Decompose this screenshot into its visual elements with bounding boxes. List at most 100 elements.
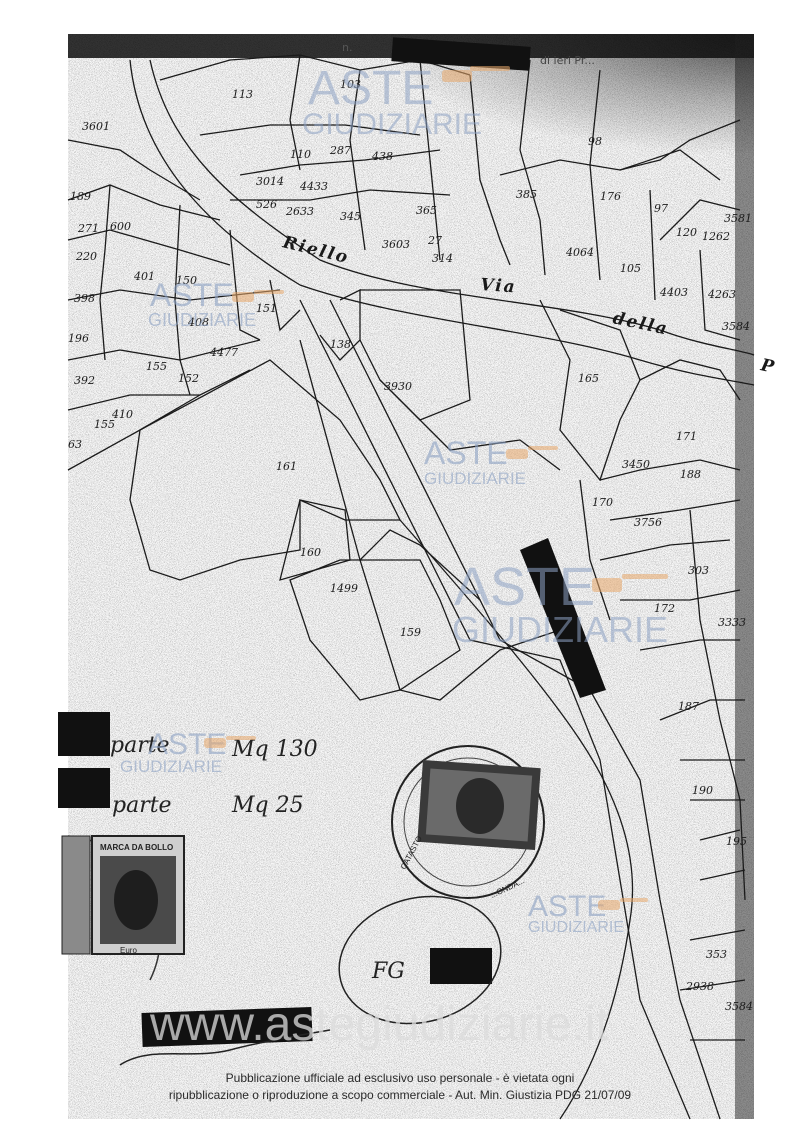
parcel-number: 385 [516, 188, 537, 201]
revenue-stamp-value: Euro [120, 946, 137, 955]
parcel-number: 110 [290, 148, 311, 161]
watermark-gavel-icons [204, 66, 668, 910]
parcel-number: 105 [620, 262, 641, 275]
parcel-number: 303 [688, 564, 709, 577]
parcel-number: 3584 [722, 320, 750, 333]
svg-text:GIUDIZIARIE: GIUDIZIARIE [120, 757, 222, 776]
parcel-number: 220 [75, 250, 97, 263]
parcel-number: 103 [340, 78, 361, 91]
parcel-number: 2633 [285, 205, 314, 218]
watermark-aste-2: ASTE GIUDIZIARIE [148, 277, 256, 330]
fg-circle [338, 895, 502, 1025]
svg-text:GIUDIZIARIE: GIUDIZIARIE [452, 609, 668, 650]
parcel-number: 152 [178, 372, 199, 385]
parcel-number: 171 [676, 430, 697, 443]
parcel-number: 600 [110, 220, 131, 233]
parcel-number: 3333 [718, 616, 746, 629]
parcel-number: 365 [416, 204, 437, 217]
watermark-aste-4: ASTE GIUDIZIARIE [452, 557, 668, 650]
parcel-number: 150 [176, 274, 197, 287]
parcel-number: 2938 [685, 980, 714, 993]
parcel-number: 27 [427, 234, 442, 247]
parcel-number: 4403 [659, 286, 688, 299]
parcel-number: 4064 [565, 246, 594, 259]
parcel-number: 113 [232, 88, 253, 101]
signature-scribble [119, 1029, 331, 1066]
parcel-number: 151 [256, 302, 277, 315]
parcel-number: 138 [330, 338, 351, 351]
parcel-number: 438 [371, 150, 393, 163]
parcel-number: 3584 [725, 1000, 753, 1013]
parcel-number: 401 [133, 270, 155, 283]
parcel-number: 196 [68, 332, 89, 345]
parcel-number: 3581 [724, 212, 752, 225]
street-name-via: Via [480, 275, 518, 297]
annotation-parte-2: parte [112, 793, 172, 818]
parcel-number: 398 [74, 292, 95, 305]
redaction-signature [141, 1007, 313, 1047]
parcel-number: 188 [680, 468, 701, 481]
parcel-number: 526 [256, 198, 277, 211]
parcel-number: 4477 [209, 346, 238, 359]
parcel-number: 161 [276, 460, 297, 473]
parcel-number: 3450 [622, 458, 650, 471]
parcel-number: 189 [70, 190, 91, 203]
parcel-number: 353 [706, 948, 727, 961]
parcel-number: 410 [111, 408, 133, 421]
svg-text:ASTE: ASTE [454, 557, 595, 617]
parcel-number: 187 [678, 700, 699, 713]
parcel-number: 63 [68, 438, 82, 451]
watermark-aste-6: ASTE GIUDIZIARIE [528, 890, 624, 936]
parcel-number: 392 [74, 374, 95, 387]
parcel-number: 165 [578, 372, 599, 385]
parcel-number: 120 [676, 226, 697, 239]
parcel-number: 97 [654, 202, 668, 215]
parcel-number: 408 [187, 316, 209, 329]
svg-text:GIUDIZIARIE: GIUDIZIARIE [424, 469, 526, 488]
parcel-number: 155 [146, 360, 167, 373]
parcel-number: 4433 [299, 180, 328, 193]
parcel-number: 3603 [382, 238, 410, 251]
redaction-sheet-ref [430, 948, 492, 984]
parcel-number: 170 [592, 496, 613, 509]
redaction-header [391, 37, 531, 71]
footer-line-1: Pubblicazione ufficiale ad esclusivo uso… [226, 1071, 575, 1085]
parcel-number: 4263 [707, 288, 736, 301]
parcel-number: 3601 [82, 120, 110, 133]
annotation-parte-1: parte [110, 733, 170, 758]
header-partial-left: n. [342, 41, 352, 54]
parcel-number: 271 [77, 222, 99, 235]
parcel-number: 3930 [384, 380, 412, 393]
footer-line-2: ripubblicazione o riproduzione a scopo c… [169, 1088, 632, 1102]
annotation-sheet-ref: FG [371, 959, 405, 984]
annotation-value-1: Mq 130 [231, 737, 318, 762]
header-partial-right: di ieri Pr... [540, 54, 595, 67]
redaction-annotation-1 [58, 712, 110, 756]
site-watermark: www.astegiudiziarie.it [149, 998, 609, 1051]
parcel-number: 160 [300, 546, 321, 559]
parcel-boundaries [67, 54, 755, 1120]
redaction-annotation-2 [58, 768, 110, 808]
revenue-stamp: MARCA DA BOLLO Euro [61, 835, 185, 981]
parcel-number: 1499 [330, 582, 358, 595]
svg-text:ASTE: ASTE [528, 890, 606, 923]
parcel-number: 287 [329, 144, 351, 157]
svg-text:GIUDIZIARIE: GIUDIZIARIE [148, 310, 256, 330]
revenue-stamp-label: MARCA DA BOLLO [100, 843, 173, 852]
parcel-number: 176 [600, 190, 621, 203]
svg-text:GIUDIZIARIE: GIUDIZIARIE [528, 919, 624, 936]
annotation-value-2: Mq 25 [231, 793, 304, 818]
street-name-p: P [758, 355, 778, 378]
svg-text:ASTE: ASTE [150, 277, 234, 313]
parcel-number: 195 [726, 835, 747, 848]
svg-text:GIUDIZIARIE: GIUDIZIARIE [302, 108, 482, 141]
svg-text:ASTE: ASTE [424, 435, 508, 471]
parcel-number: 314 [432, 252, 453, 265]
watermark-aste-1: ASTE GIUDIZIARIE [302, 62, 482, 141]
parcel-number: 155 [94, 418, 115, 431]
redaction-bar-diagonal [520, 538, 606, 698]
parcel-number: 345 [340, 210, 361, 223]
watermark-aste-5: ASTE GIUDIZIARIE [120, 728, 226, 776]
